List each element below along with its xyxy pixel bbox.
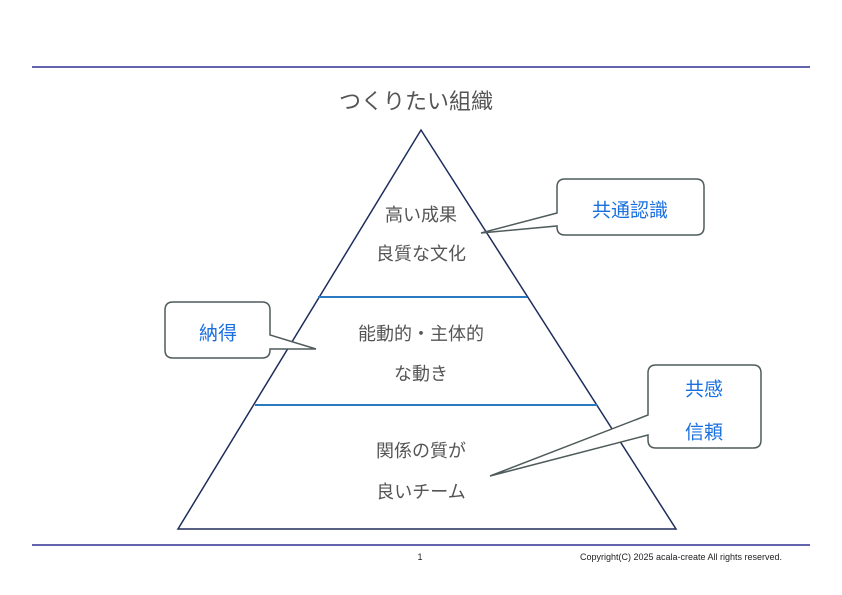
level-middle-line-2: な動き [394,364,448,385]
callout-text-empathy: 共感 [684,378,724,401]
callout-shared-understanding [480,178,705,236]
callout-text-trust: 信頼 [684,421,724,444]
callout-empathy-trust [489,364,762,477]
level-top-line-2: 良質な文化 [376,244,466,265]
copyright: Copyright(C) 2025 acala-create All right… [579,552,783,562]
callout-text-acceptance: 納得 [198,322,238,345]
level-bottom-line-1: 関係の質が [376,441,466,462]
page-number: 1 [417,552,423,562]
level-bottom-line-2: 良いチーム [376,482,466,503]
page-title: つくりたい組織 [338,90,494,115]
callout-acceptance [164,301,317,359]
pyramid-outline [176,128,678,530]
callout-text-shared-understanding: 共通認識 [591,199,669,222]
level-middle-line-1: 能動的・主体的 [358,324,484,345]
level-top-line-1: 高い成果 [385,205,457,226]
